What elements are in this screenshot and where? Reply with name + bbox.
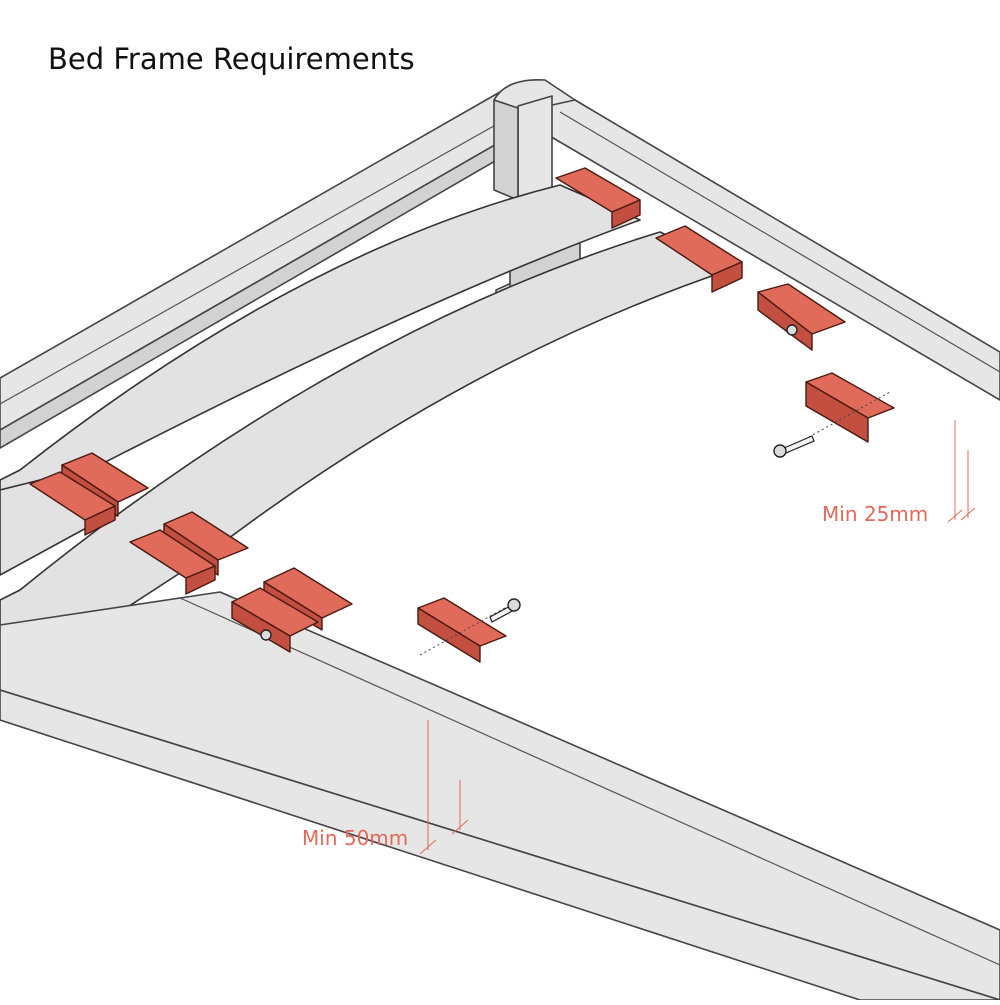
slat-1	[0, 184, 641, 521]
slat-2	[0, 231, 736, 691]
slat-holder-11-loose	[417, 597, 507, 663]
screw-icon	[773, 444, 787, 458]
dimension-center-rail	[419, 720, 469, 855]
slat-holder-8	[129, 529, 216, 595]
slat-holder-6	[29, 471, 116, 536]
dimension-label-center-rail: Min 50mm	[302, 826, 408, 850]
screw-icon	[786, 324, 798, 336]
screw-icon	[260, 629, 272, 641]
dimension-label-side-rail: Min 25mm	[822, 502, 928, 526]
slat-holder-2	[655, 225, 743, 293]
page-title: Bed Frame Requirements	[48, 42, 415, 76]
dimension-side-rail	[947, 420, 976, 523]
screw-icon	[507, 598, 521, 612]
screw-right	[773, 391, 891, 458]
slat-holder-4-loose	[805, 372, 895, 443]
center-rail	[0, 591, 1000, 1001]
slat-holder-1	[555, 167, 641, 229]
screw-center	[419, 598, 521, 656]
slat-holder-10	[231, 587, 319, 653]
slat-holder-3	[757, 283, 846, 351]
